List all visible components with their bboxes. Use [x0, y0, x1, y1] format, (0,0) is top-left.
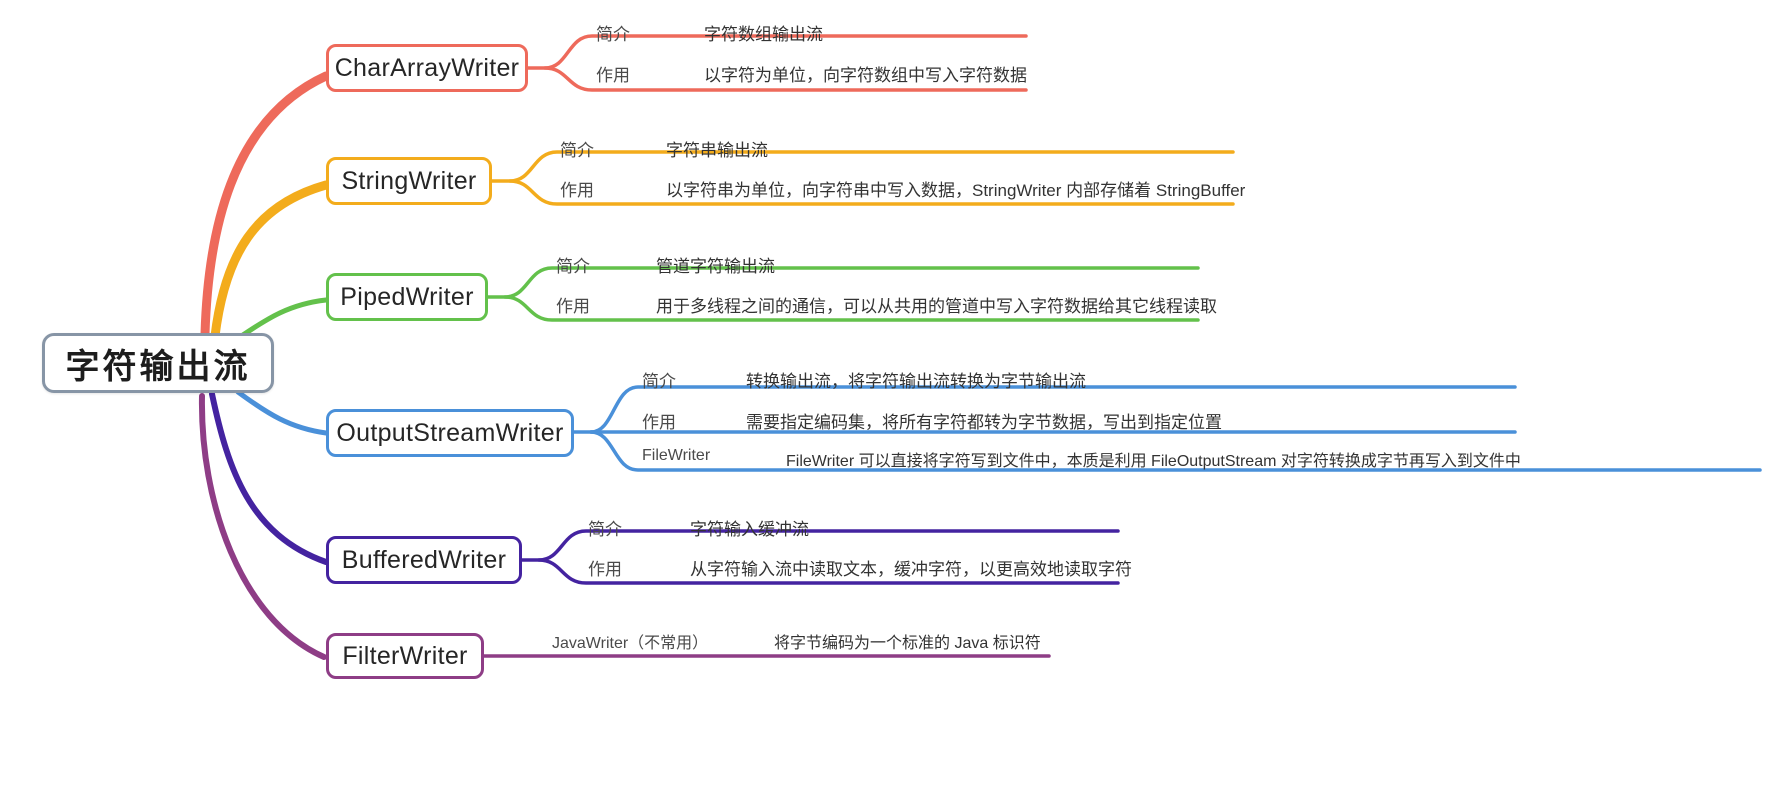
- branch-node-chararraywriter[interactable]: CharArrayWriter: [326, 44, 528, 92]
- leaf-value-stringwriter-1: 以字符串为单位，向字符串中写入数据，StringWriter 内部存储着 Str…: [666, 181, 1246, 200]
- leaf-value-outputstreamwriter-1: 需要指定编码集，将所有字符都转为字节数据，写出到指定位置: [746, 413, 1222, 432]
- branch-node-bufferedwriter[interactable]: BufferedWriter: [326, 536, 522, 584]
- root-node-label: 字符输出流: [65, 347, 251, 386]
- branch-label-stringwriter: StringWriter: [341, 166, 477, 195]
- branch-label-chararraywriter: CharArrayWriter: [334, 53, 520, 82]
- branch-node-stringwriter[interactable]: StringWriter: [326, 157, 492, 205]
- leaf-key-pipedwriter-1: 作用: [556, 297, 590, 316]
- root-node[interactable]: 字符输出流: [42, 333, 274, 393]
- leaf-key-bufferedwriter-0: 简介: [588, 520, 622, 539]
- leaf-key-bufferedwriter-1: 作用: [588, 560, 622, 579]
- connector-root-bufferedwriter: [209, 391, 329, 565]
- leaf-value-pipedwriter-0: 管道字符输出流: [656, 257, 775, 276]
- leaf-value-bufferedwriter-0: 字符输入缓冲流: [690, 520, 809, 539]
- branch-label-pipedwriter: PipedWriter: [340, 282, 474, 311]
- branch-node-outputstreamwriter[interactable]: OutputStreamWriter: [326, 409, 574, 457]
- leaf-key-chararraywriter-0: 简介: [596, 25, 630, 44]
- leaf-value-filterwriter-0: 将字节编码为一个标准的 Java 标识符: [774, 635, 1041, 652]
- leaf-key-outputstreamwriter-2: FileWriter: [642, 447, 711, 464]
- leaf-value-bufferedwriter-1: 从字符输入流中读取文本，缓冲字符，以更高效地读取字符: [690, 560, 1132, 579]
- branch-label-outputstreamwriter: OutputStreamWriter: [336, 418, 564, 447]
- connector-root-stringwriter: [210, 180, 331, 341]
- leaf-value-pipedwriter-1: 用于多线程之间的通信，可以从共用的管道中写入字符数据给其它线程读取: [656, 297, 1217, 316]
- leaf-key-stringwriter-1: 作用: [560, 181, 594, 200]
- connector-root-outputstreamwriter: [235, 389, 329, 436]
- leaf-key-stringwriter-0: 简介: [560, 141, 594, 160]
- branch-label-bufferedwriter: BufferedWriter: [341, 545, 507, 574]
- branch-node-filterwriter[interactable]: FilterWriter: [326, 633, 484, 679]
- connector-root-chararraywriter: [200, 71, 331, 339]
- leaf-key-filterwriter-0: JavaWriter（不常用）: [552, 635, 709, 652]
- leaf-key-chararraywriter-1: 作用: [596, 66, 630, 85]
- leaf-key-pipedwriter-0: 简介: [556, 257, 590, 276]
- leaf-value-outputstreamwriter-2: FileWriter 可以直接将字符写到文件中，本质是利用 FileOutput…: [786, 453, 1521, 470]
- leaf-value-chararraywriter-1: 以字符为单位，向字符数组中写入字符数据: [704, 66, 1027, 85]
- connector-root-filterwriter: [198, 393, 327, 660]
- connector-root-pipedwriter: [237, 297, 329, 340]
- leaf-key-outputstreamwriter-0: 简介: [642, 372, 676, 391]
- branch-node-pipedwriter[interactable]: PipedWriter: [326, 273, 488, 321]
- leaf-value-chararraywriter-0: 字符数组输出流: [704, 25, 823, 44]
- leaf-key-outputstreamwriter-1: 作用: [642, 413, 676, 432]
- leaf-value-outputstreamwriter-0: 转换输出流，将字符输出流转换为字节输出流: [746, 372, 1086, 391]
- branch-label-filterwriter: FilterWriter: [342, 641, 468, 670]
- leaf-value-stringwriter-0: 字符串输出流: [666, 141, 768, 160]
